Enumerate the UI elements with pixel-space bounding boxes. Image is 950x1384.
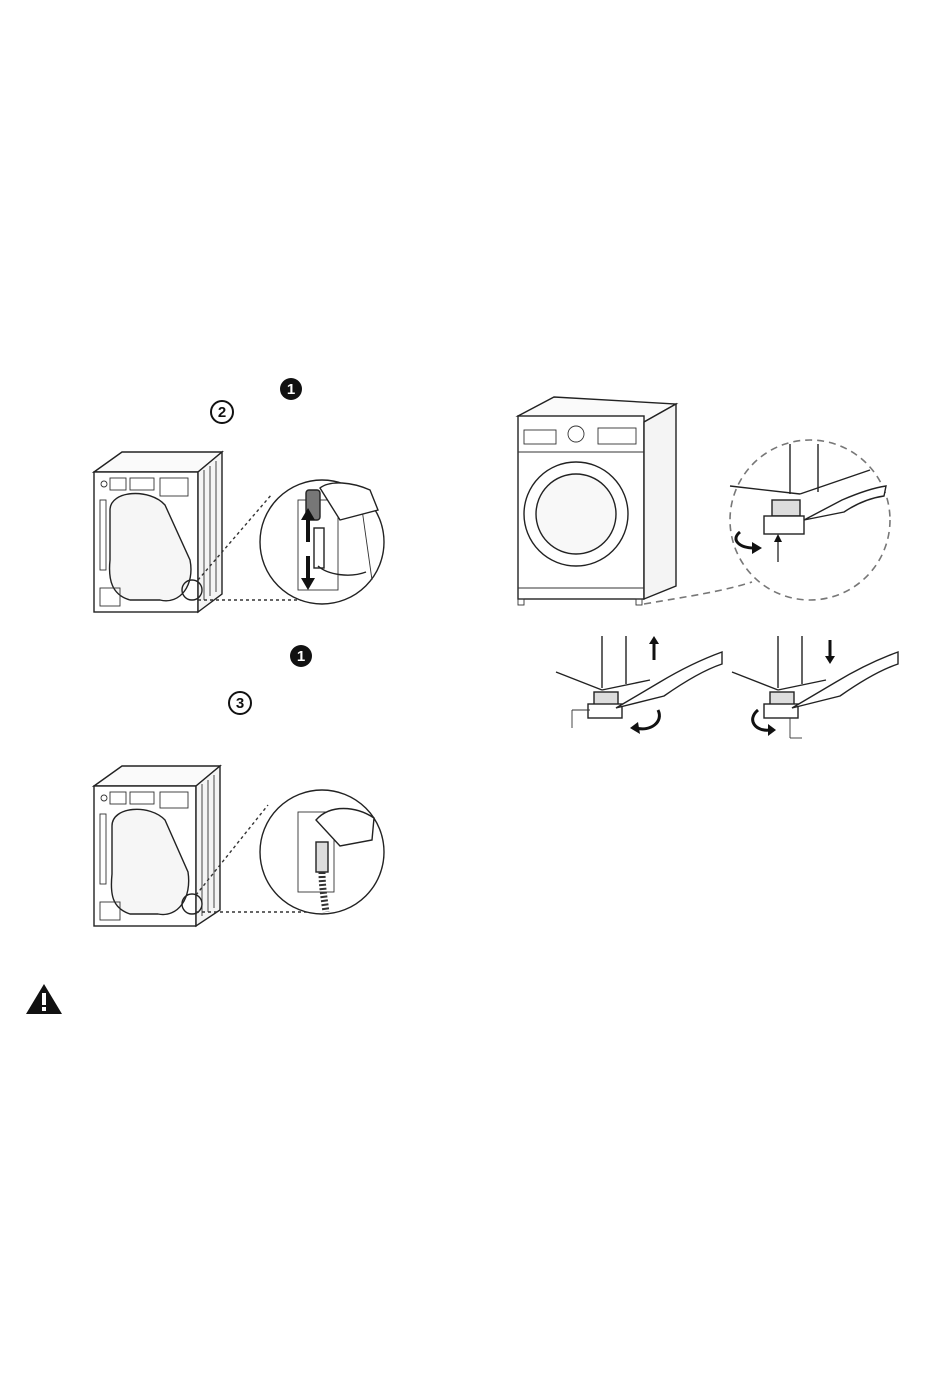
warning-triangle-icon bbox=[24, 982, 64, 1016]
